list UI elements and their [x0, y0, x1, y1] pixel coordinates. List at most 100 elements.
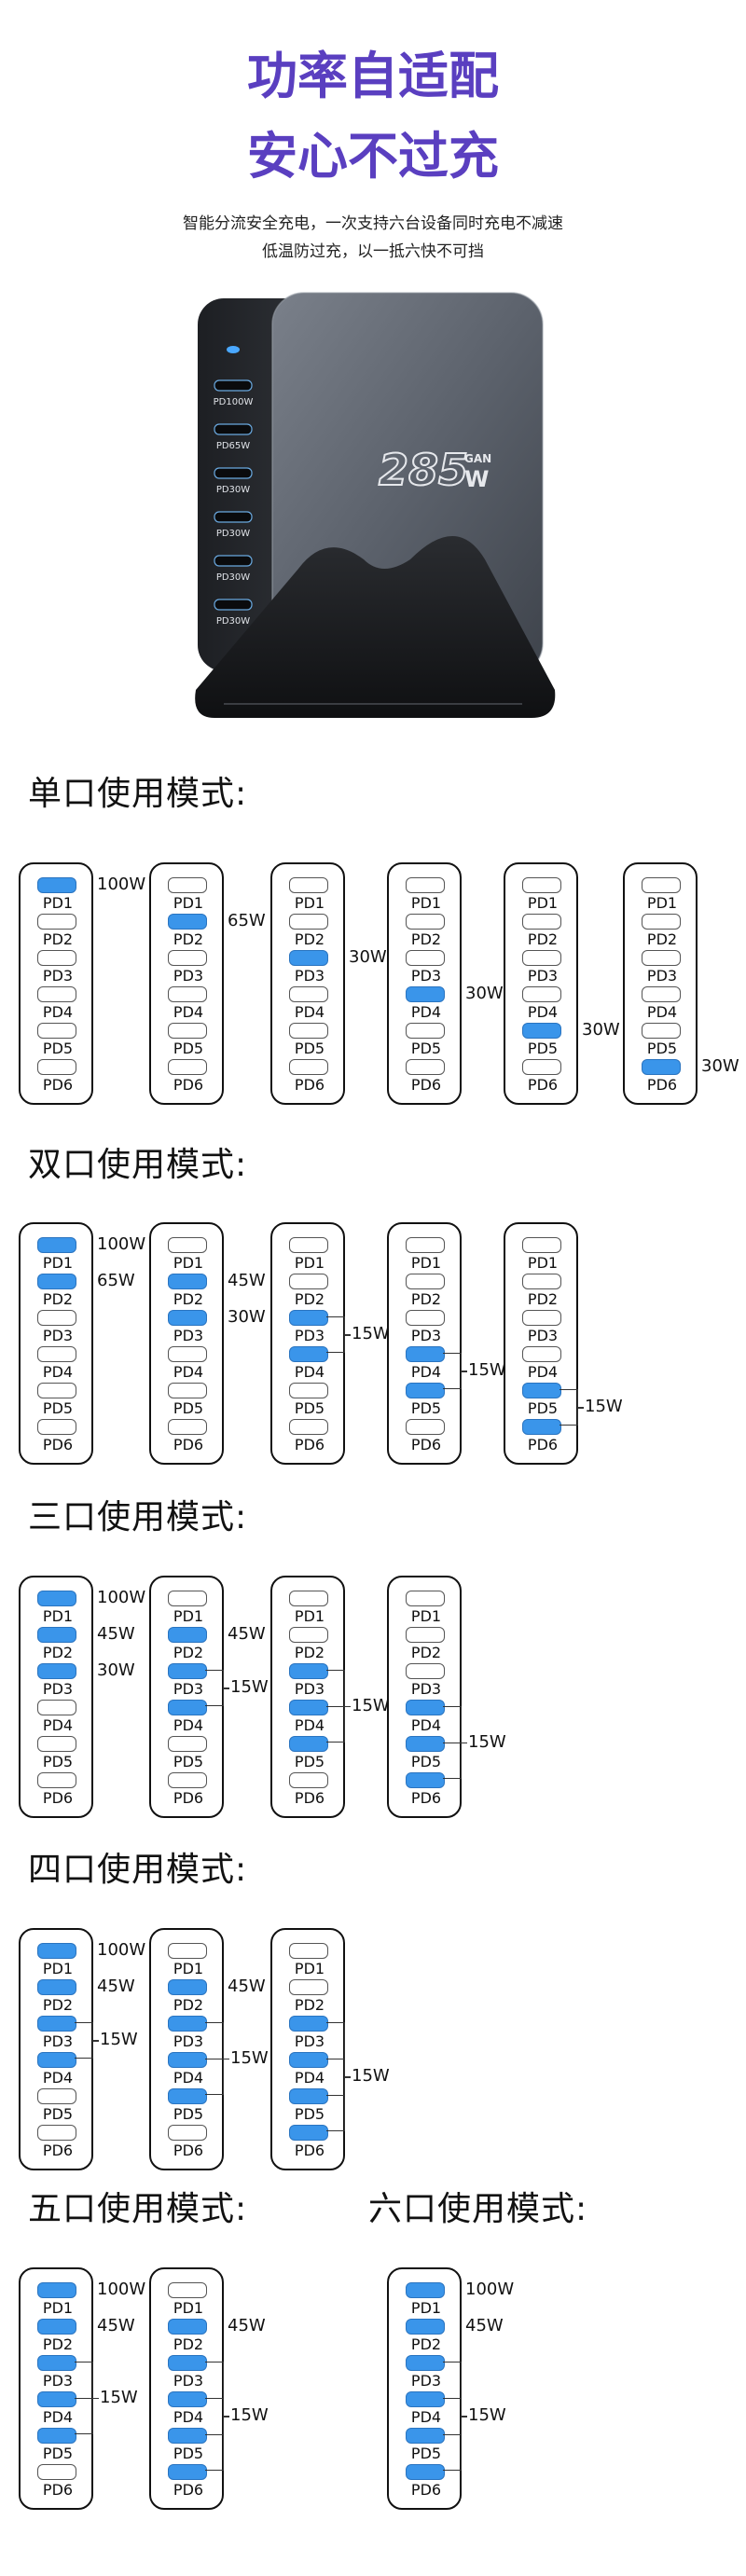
port-slot-idle: [37, 914, 76, 930]
power-group-connector: [224, 2058, 229, 2060]
port-label: PD4: [527, 1363, 559, 1381]
port-slot-active: [168, 2319, 207, 2335]
port-slot-active: [168, 1627, 207, 1643]
port-slot-idle: [406, 950, 445, 966]
port-label: PD5: [42, 1040, 74, 1057]
port-slot-active: [289, 2052, 328, 2068]
power-group-tick: [205, 2433, 224, 2436]
port-label: PD2: [294, 1644, 325, 1661]
port-label: PD6: [294, 2142, 325, 2159]
port-label: PD4: [42, 2408, 74, 2426]
port-label: PD5: [410, 1040, 442, 1057]
port-slot-idle: [168, 1383, 207, 1398]
port-slot-active: [168, 1979, 207, 1995]
port-slot-active: [289, 2125, 328, 2141]
port-label: PD3: [42, 1680, 74, 1698]
port-slot-idle: [37, 1346, 76, 1362]
port-slot-idle: [522, 950, 561, 966]
power-group-connector: [462, 1371, 467, 1372]
port-slot-active: [37, 1237, 76, 1253]
port-slot-idle: [168, 1419, 207, 1435]
port-slot-active: [522, 1419, 561, 1435]
port-label: PD6: [527, 1436, 559, 1453]
power-group-tick: [75, 2397, 93, 2400]
brand-w-text: W: [464, 466, 489, 492]
hero-subtitle-line2: 低温防过充，以一抵六快不可挡: [262, 242, 484, 261]
port-label: PD5: [646, 1040, 678, 1057]
port-slot-active: [406, 2391, 445, 2407]
section-title-single: 单口使用模式:: [28, 775, 248, 813]
port-slot-active: [168, 2428, 207, 2444]
port-label: PD1: [410, 894, 442, 912]
port-label: PD1: [646, 894, 678, 912]
wattage-label: 45W: [465, 2315, 504, 2335]
port-slot-idle: [289, 1023, 328, 1039]
port-slot-active: [406, 2282, 445, 2298]
port-slot-active: [168, 2464, 207, 2480]
port-label: PD4: [173, 1363, 204, 1381]
port-label: PD4: [410, 1716, 442, 1734]
port-label: PD6: [42, 2142, 74, 2159]
wattage-label: 100W: [97, 1939, 146, 1960]
wattage-label: 30W: [97, 1660, 135, 1680]
port-slot-idle: [37, 1310, 76, 1326]
port-label: PD5: [173, 1399, 204, 1417]
port-label: PD4: [42, 2069, 74, 2087]
port-label: PD2: [42, 930, 74, 948]
port-label: PD3: [173, 2032, 204, 2050]
port-slot-active: [522, 1023, 561, 1039]
port-label: PD1: [410, 1254, 442, 1272]
port-label: PD6: [173, 2142, 204, 2159]
port-label: PD6: [42, 1789, 74, 1807]
port-slot-active: [37, 2428, 76, 2444]
port-label: PD5: [42, 1399, 74, 1417]
power-group-tick: [443, 1742, 462, 1744]
port-label: PD3: [173, 2372, 204, 2390]
power-group-bracket: [443, 2361, 462, 2471]
shared-wattage-label: 15W: [230, 1677, 269, 1697]
port-slot-idle: [289, 1979, 328, 1995]
port-slot-idle: [406, 1023, 445, 1039]
port-label: PD1: [527, 894, 559, 912]
wattage-label: 45W: [228, 1623, 266, 1644]
power-group-tick: [205, 2397, 224, 2400]
shared-wattage-label: 15W: [100, 2387, 138, 2407]
port-label: PD5: [294, 1399, 325, 1417]
port-slot-idle: [289, 1419, 328, 1435]
port-label: PD2: [42, 1996, 74, 2014]
shared-wattage-label: 15W: [468, 1360, 506, 1380]
port-label: PD2: [410, 2335, 442, 2353]
port-label: PD1: [42, 1960, 74, 1977]
port-slot-idle: [168, 1772, 207, 1788]
port-slot-active: [37, 2391, 76, 2407]
device-usb-c-port-icon: [214, 511, 253, 523]
port-label: PD6: [294, 1076, 325, 1094]
port-slot-active: [37, 1663, 76, 1679]
power-group-tick: [443, 2433, 462, 2436]
port-label: PD5: [410, 2445, 442, 2462]
power-group-bracket: [560, 1388, 578, 1426]
port-label: PD6: [527, 1076, 559, 1094]
shared-wattage-label: 15W: [468, 1731, 506, 1752]
port-label: PD2: [527, 1290, 559, 1308]
port-slot-idle: [168, 986, 207, 1002]
power-group-connector: [224, 2416, 229, 2418]
port-slot-idle: [168, 1943, 207, 1959]
power-group-connector: [462, 1742, 467, 1744]
port-slot-idle: [406, 877, 445, 893]
port-label: PD4: [410, 1363, 442, 1381]
port-label: PD2: [410, 1290, 442, 1308]
port-slot-idle: [168, 2125, 207, 2141]
port-label: PD3: [173, 967, 204, 985]
port-label: PD6: [410, 1436, 442, 1453]
port-slot-active: [168, 2391, 207, 2407]
port-label: PD6: [42, 2481, 74, 2499]
port-label: PD4: [294, 1003, 325, 1021]
port-label: PD4: [294, 1716, 325, 1734]
wattage-label: 100W: [97, 1233, 146, 1254]
